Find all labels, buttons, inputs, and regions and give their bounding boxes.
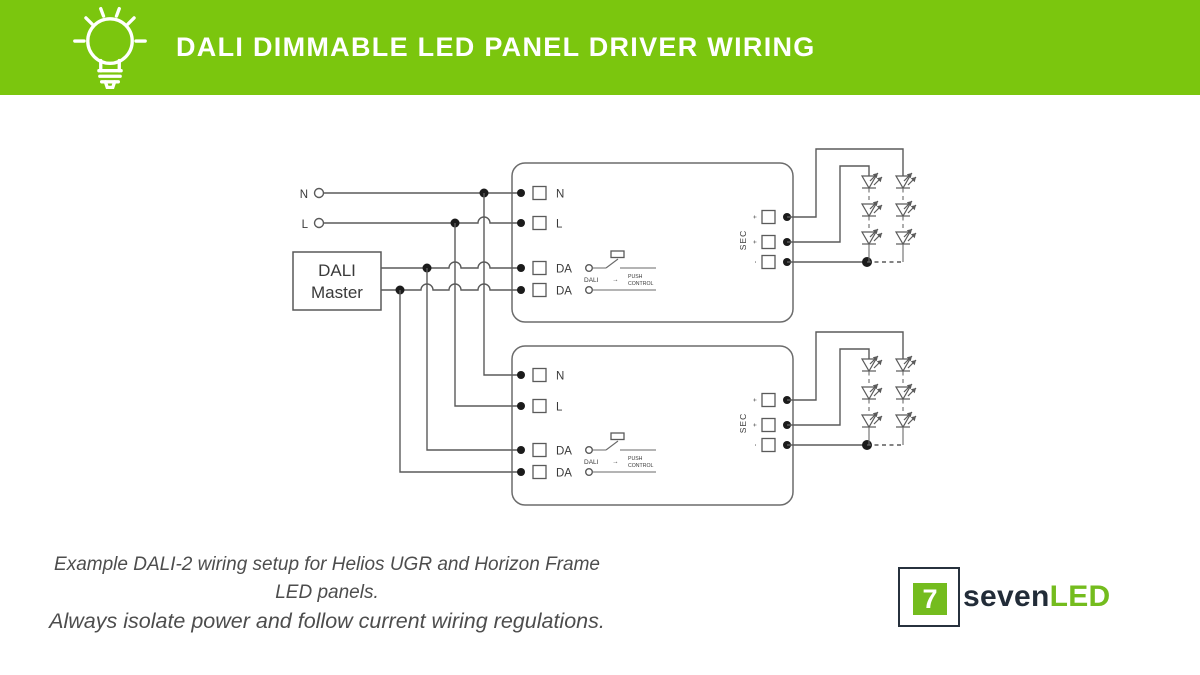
svg-text:-: - [752, 261, 759, 263]
driver2-terminal-l: L [556, 402, 563, 414]
logo-frame: 7 [898, 567, 960, 627]
driver2-push-label: PUSH [628, 456, 643, 462]
arrow-glyph: → [612, 277, 619, 284]
svg-text:-: - [752, 444, 759, 446]
driver1-terminal-l: L [556, 219, 563, 231]
dali-master-label-2: Master [311, 283, 363, 302]
logo-word-led: LED [1049, 580, 1111, 613]
mains-input: N L [300, 187, 521, 231]
driver1-control-label: CONTROL [628, 281, 653, 287]
driver2-dali-label: DALI [584, 459, 599, 466]
driver2-sec-label: SEC [738, 413, 748, 433]
arrow-glyph: → [612, 459, 619, 466]
logo-seven-mark: 7 [913, 583, 947, 615]
wiring-diagram: N L DALI Master [292, 148, 917, 506]
svg-text:+: + [752, 423, 759, 427]
dali-master-label-1: DALI [318, 261, 356, 280]
driver1-terminal-da1: DA [556, 264, 572, 276]
caption-line-1: Example DALI-2 wiring setup for Helios U… [54, 554, 600, 603]
svg-text:+: + [752, 240, 759, 244]
header-banner: DALI DIMMABLE LED PANEL DRIVER WIRING [0, 0, 1200, 95]
driver2-sec-output: SEC + + - [738, 392, 791, 453]
driver1-sec-label: SEC [738, 230, 748, 250]
driver2-push-control-switch: DALI → PUSH CONTROL [584, 432, 656, 477]
driver2-terminal-n: N [556, 371, 564, 383]
lightbulb-icon [73, 6, 147, 90]
led-driver-2: N L DA DA DALI → PUSH CONTROL [517, 331, 917, 480]
driver2-terminal-da1: DA [556, 446, 572, 458]
driver2-control-label: CONTROL [628, 463, 653, 469]
driver1-dali-label: DALI [584, 277, 599, 284]
driver1-push-control-switch: DALI → PUSH CONTROL [584, 250, 656, 295]
driver1-led-wiring [787, 148, 917, 267]
logo-word-seven: seven [963, 580, 1050, 613]
svg-text:+: + [752, 215, 759, 219]
driver2-led-wiring [787, 331, 917, 450]
led-driver-1-box [511, 162, 794, 323]
driver2-terminal-da2: DA [556, 468, 572, 480]
led-driver-2-box [511, 345, 794, 506]
caption: Example DALI-2 wiring setup for Helios U… [42, 551, 612, 637]
dali-master: DALI Master [292, 251, 521, 311]
page-title: DALI DIMMABLE LED PANEL DRIVER WIRING [176, 32, 816, 62]
driver1-terminal-n: N [556, 189, 564, 201]
bus-to-driver-2 [399, 193, 521, 473]
led-driver-1: N L DA DA DALI → PUSH CONTROL [517, 148, 917, 298]
neutral-terminal [313, 187, 325, 199]
logo-wordmark: sevenLED [963, 580, 1110, 614]
sevenled-logo: 7 sevenLED [898, 566, 1110, 628]
svg-text:+: + [752, 398, 759, 402]
caption-line-2: Always isolate power and follow current … [49, 609, 605, 634]
neutral-label: N [300, 189, 308, 201]
driver1-push-label: PUSH [628, 274, 643, 280]
live-terminal [313, 217, 325, 229]
live-label: L [302, 219, 309, 231]
driver1-terminal-da2: DA [556, 286, 572, 298]
